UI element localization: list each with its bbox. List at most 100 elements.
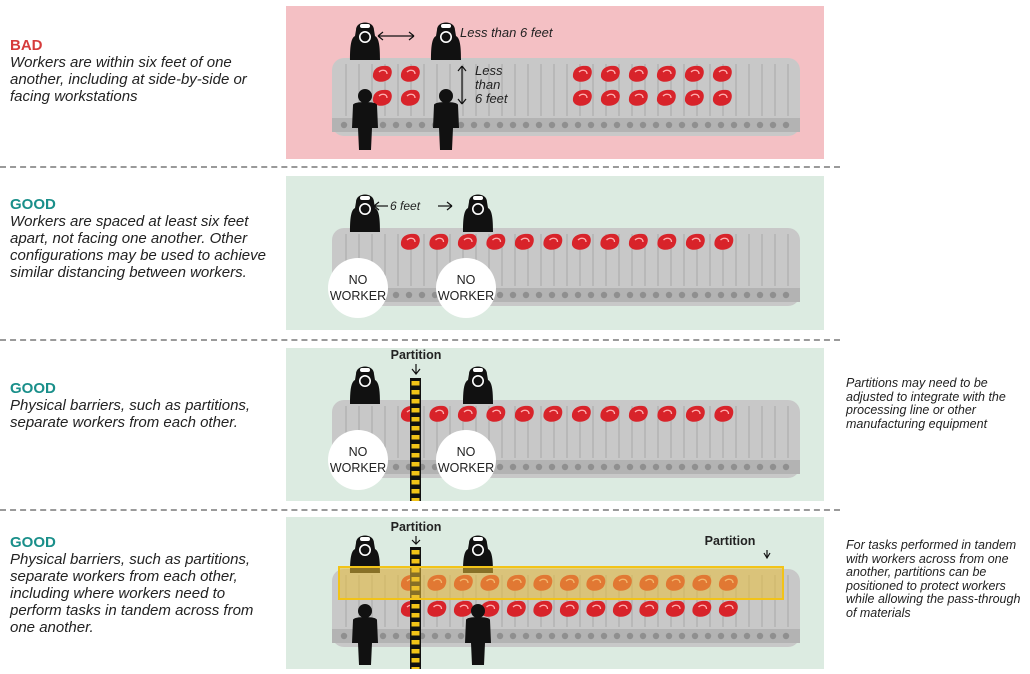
partition-barrier bbox=[410, 547, 421, 672]
meat-piece bbox=[586, 600, 606, 617]
row-3-label: GOOD Physical barriers, such as partitio… bbox=[10, 380, 275, 431]
distance-label-horizontal: Less than 6 feet bbox=[460, 25, 554, 40]
meat-piece bbox=[543, 233, 563, 250]
meat-piece bbox=[628, 233, 648, 250]
distance-arrow-right bbox=[438, 201, 453, 211]
meat-piece bbox=[612, 600, 632, 617]
meat-piece bbox=[628, 89, 648, 106]
meat-piece bbox=[400, 65, 420, 82]
meat-pieces bbox=[400, 405, 734, 422]
worker-back-icon bbox=[352, 604, 378, 665]
conveyor-rollers bbox=[340, 632, 790, 640]
bad-keyword: BAD bbox=[10, 37, 43, 54]
meat-piece bbox=[600, 65, 620, 82]
partition-pointer-arrow bbox=[411, 536, 421, 545]
good-keyword: GOOD bbox=[10, 196, 56, 213]
meat-piece bbox=[718, 600, 738, 617]
meat-piece bbox=[457, 233, 477, 250]
good-tandem-panel: Partition Partition bbox=[286, 517, 824, 672]
partition-barrier bbox=[410, 378, 421, 503]
good-spacing-panel: 6 feet NO WORKER NO WORKER bbox=[286, 176, 824, 330]
partition-note: Partitions may need to be adjusted to in… bbox=[846, 376, 1006, 431]
meat-piece bbox=[657, 405, 677, 422]
meat-piece bbox=[639, 600, 659, 617]
section-divider bbox=[0, 509, 840, 511]
meat-piece bbox=[429, 233, 449, 250]
good-keyword: GOOD bbox=[10, 380, 56, 397]
svg-text:WORKER: WORKER bbox=[438, 289, 494, 303]
conveyor-rollers bbox=[340, 121, 790, 129]
row-4-label: GOOD Physical barriers, such as partitio… bbox=[10, 534, 275, 636]
meat-piece bbox=[571, 233, 591, 250]
svg-text:WORKER: WORKER bbox=[438, 461, 494, 475]
meat-piece bbox=[712, 89, 732, 106]
bad-description: Workers are within six feet of one anoth… bbox=[10, 54, 247, 105]
meat-piece bbox=[714, 405, 734, 422]
meat-piece bbox=[628, 405, 648, 422]
meat-piece bbox=[486, 233, 506, 250]
partition-pointer-arrow bbox=[411, 364, 421, 375]
meat-piece bbox=[559, 600, 579, 617]
no-worker-badge: NO WORKER bbox=[328, 430, 388, 490]
svg-text:NO: NO bbox=[457, 445, 476, 459]
meat-piece bbox=[400, 89, 420, 106]
translucent-partition bbox=[338, 566, 784, 600]
meat-piece bbox=[665, 600, 685, 617]
good-description: Physical barriers, such as partitions, s… bbox=[10, 397, 251, 431]
worker-icon bbox=[350, 366, 380, 404]
svg-text:NO: NO bbox=[349, 445, 368, 459]
meat-piece bbox=[600, 405, 620, 422]
meat-piece bbox=[712, 65, 732, 82]
meat-piece bbox=[572, 65, 592, 82]
worker-icon bbox=[463, 535, 493, 573]
meat-piece bbox=[692, 600, 712, 617]
conveyor-rollers bbox=[340, 291, 790, 299]
no-worker-badge: NO WORKER bbox=[436, 430, 496, 490]
meat-piece bbox=[656, 65, 676, 82]
meat-piece bbox=[656, 89, 676, 106]
meat-piece bbox=[514, 233, 534, 250]
row-2-label: GOOD Workers are spaced at least six fee… bbox=[10, 196, 275, 281]
bad-scenario-panel: Less than 6 feet Less than 6 feet bbox=[286, 6, 824, 159]
meat-pieces bbox=[372, 65, 732, 106]
worker-icon bbox=[350, 535, 380, 573]
good-spacing-illustration: 6 feet NO WORKER NO WORKER bbox=[328, 194, 800, 318]
meat-piece bbox=[685, 405, 705, 422]
section-divider bbox=[0, 166, 840, 168]
worker-back-icon bbox=[352, 89, 378, 150]
row-1-label: BAD Workers are within six feet of one a… bbox=[10, 37, 275, 105]
meat-piece bbox=[685, 233, 705, 250]
worker-icon bbox=[463, 194, 493, 232]
meat-piece bbox=[684, 89, 704, 106]
meat-piece bbox=[571, 405, 591, 422]
distance-label: 6 feet bbox=[390, 199, 421, 213]
worker-icon bbox=[350, 194, 380, 232]
partition-label-2: Partition bbox=[705, 534, 756, 548]
distance-arrow-left bbox=[373, 201, 388, 211]
worker-icon bbox=[431, 22, 461, 60]
meat-piece bbox=[543, 405, 563, 422]
no-worker-badge: NO WORKER bbox=[436, 258, 496, 318]
good-keyword: GOOD bbox=[10, 534, 56, 551]
svg-text:NO: NO bbox=[457, 273, 476, 287]
meat-piece bbox=[429, 405, 449, 422]
distance-label-vertical-1: Less bbox=[475, 63, 503, 78]
worker-icon bbox=[463, 366, 493, 404]
meat-piece bbox=[427, 600, 447, 617]
meat-piece bbox=[514, 405, 534, 422]
worker-icon bbox=[350, 22, 380, 60]
meat-piece bbox=[600, 233, 620, 250]
meat-pieces bbox=[400, 233, 734, 250]
tandem-note: For tasks performed in tandem with worke… bbox=[846, 538, 1021, 620]
meat-piece bbox=[714, 233, 734, 250]
distance-label-vertical-2: than bbox=[475, 77, 500, 92]
partition-label: Partition bbox=[391, 348, 442, 362]
worker-back-icon bbox=[433, 89, 459, 150]
worker-back-icon bbox=[465, 604, 491, 665]
no-worker-badge: NO WORKER bbox=[328, 258, 388, 318]
meat-piece bbox=[628, 65, 648, 82]
good-description: Workers are spaced at least six feet apa… bbox=[10, 213, 266, 281]
partition-label: Partition bbox=[391, 520, 442, 534]
meat-piece bbox=[453, 600, 473, 617]
meat-piece bbox=[372, 89, 392, 106]
